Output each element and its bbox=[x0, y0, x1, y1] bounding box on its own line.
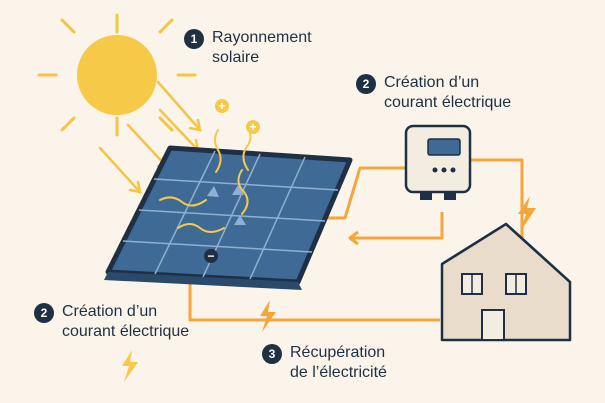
step-text-line: de l’électricité bbox=[290, 364, 387, 381]
sun-icon bbox=[37, 13, 197, 137]
step-number-badge: 2 bbox=[356, 74, 376, 94]
flow-arrows bbox=[207, 185, 246, 225]
step-text: Rayonnement solaire bbox=[212, 28, 312, 68]
step-text-line: Création d’un bbox=[384, 74, 480, 91]
inverter-icon bbox=[404, 124, 472, 200]
step-text-line: courant électrique bbox=[384, 94, 512, 111]
step-text-line: Rayonnement bbox=[212, 29, 312, 46]
step-text: Création d’un courant électrique bbox=[384, 73, 511, 113]
step-text-line: courant électrique bbox=[62, 323, 190, 340]
step-text-line: Récupération bbox=[290, 344, 386, 361]
step-label-current-creation-inverter: 2 Création d’un courant électrique bbox=[356, 73, 511, 113]
step-label-solar-radiation: 1 Rayonnement solaire bbox=[184, 28, 312, 68]
minus-charge-symbol: − bbox=[207, 249, 214, 263]
lightning-icon bbox=[122, 350, 138, 382]
minus-charge-icon: − bbox=[204, 249, 218, 263]
lightning-icon bbox=[518, 196, 536, 232]
step-label-electricity-recovery: 3 Récupération de l’électricité bbox=[262, 343, 387, 383]
step-number-badge: 1 bbox=[184, 29, 204, 49]
plus-charge-icon: + bbox=[215, 99, 229, 113]
plus-charge-symbol: + bbox=[249, 120, 256, 134]
step-text: Récupération de l’électricité bbox=[290, 343, 387, 383]
wires bbox=[188, 158, 524, 322]
lightning-icon bbox=[260, 300, 276, 332]
step-number-badge: 3 bbox=[262, 344, 282, 364]
step-number-badge: 2 bbox=[34, 303, 54, 323]
solar-panel-icon bbox=[104, 145, 353, 290]
step-text: Création d’un courant électrique bbox=[62, 302, 189, 342]
plus-charge-icon: + bbox=[246, 120, 260, 134]
electron-flow bbox=[159, 127, 252, 233]
house-icon bbox=[440, 222, 572, 342]
plus-charge-symbol: + bbox=[218, 99, 225, 113]
step-label-current-creation-panel: 2 Création d’un courant électrique bbox=[34, 302, 189, 342]
step-text-line: Création d’un bbox=[62, 303, 158, 320]
step-text-line: solaire bbox=[212, 49, 260, 66]
